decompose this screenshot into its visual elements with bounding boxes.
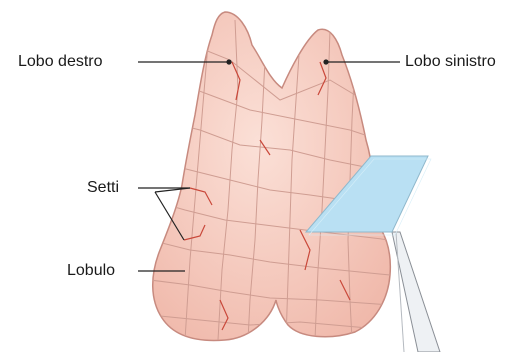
- leader-left-lobe-dot: [324, 60, 328, 64]
- label-septa: Setti: [87, 179, 119, 197]
- label-left-lobe: Lobo sinistro: [405, 53, 496, 71]
- leader-right-lobe-dot: [227, 60, 231, 64]
- magnifier-beam-icon: [392, 232, 440, 352]
- label-lobule: Lobulo: [67, 262, 115, 280]
- label-right-lobe: Lobo destro: [18, 53, 103, 71]
